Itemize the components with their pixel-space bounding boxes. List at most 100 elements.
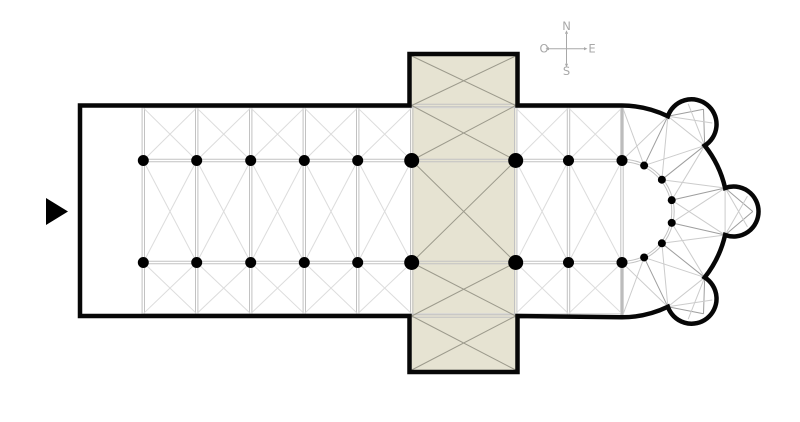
chapel-fan-rib bbox=[724, 211, 754, 236]
ambulatory-radial-rib bbox=[643, 116, 669, 166]
vault-diagonal bbox=[142, 262, 198, 315]
vault-diagonal bbox=[250, 107, 305, 161]
ambulatory-diagonal-rib bbox=[661, 179, 726, 189]
vault-diagonal bbox=[568, 107, 623, 161]
nave-column-dot bbox=[352, 155, 364, 166]
ambulatory-radial-rib bbox=[661, 242, 705, 278]
crossing-pier-dot bbox=[404, 255, 420, 270]
ambulatory-diagonal-rib bbox=[671, 145, 706, 201]
ambulatory-diagonal-rib bbox=[621, 105, 645, 166]
walls-layer bbox=[77, 51, 761, 375]
hemicycle-column-dot bbox=[657, 239, 666, 248]
hemicycle-column-dot bbox=[667, 218, 676, 227]
ambulatory-diagonal-rib bbox=[671, 187, 726, 224]
chapel-fan-rib bbox=[667, 299, 713, 308]
chapel-fan-rib bbox=[724, 195, 748, 236]
vault-diagonal bbox=[250, 262, 305, 315]
vault-diagonal bbox=[142, 160, 198, 263]
transept-crossing-fill bbox=[411, 56, 516, 370]
vault-diagonal bbox=[357, 107, 413, 161]
vault-diagonal bbox=[411, 55, 516, 106]
vault-diagonal bbox=[142, 107, 198, 161]
ambulatory-diagonal-rib bbox=[621, 262, 669, 308]
crossing-pier-dot bbox=[508, 153, 524, 168]
compass-label-west: O bbox=[539, 42, 548, 56]
ambulatory-radial-rib bbox=[643, 257, 669, 307]
vault-diagonal bbox=[515, 262, 569, 315]
compass-arrows-icon bbox=[545, 30, 588, 68]
crossing-pier-dot bbox=[404, 153, 420, 168]
chapel-fan-rib bbox=[724, 187, 748, 228]
nave-column-dot bbox=[298, 155, 310, 166]
chapel-fan-rib bbox=[703, 109, 706, 146]
choir-column-dot bbox=[616, 257, 628, 268]
vault-diagonal bbox=[568, 262, 623, 315]
compass-arrowhead-icon bbox=[584, 47, 588, 51]
vault-diagonal bbox=[303, 262, 359, 315]
hemicycle-column-dot bbox=[667, 196, 676, 205]
nave-column-dot bbox=[298, 257, 310, 268]
nave-column-dot bbox=[245, 257, 257, 268]
choir-column-dot bbox=[563, 257, 574, 268]
vault-diagonal bbox=[515, 107, 569, 161]
columns-layer bbox=[137, 153, 676, 270]
chapel-fan-rib bbox=[687, 103, 706, 146]
ambulatory-diagonal-rib bbox=[671, 199, 726, 236]
ambulatory-diagonal-rib bbox=[643, 256, 705, 278]
compass-label-east: E bbox=[588, 42, 595, 56]
vault-diagonal bbox=[196, 107, 252, 161]
chapel-fan-rib bbox=[667, 108, 704, 117]
ambulatory-diagonal-rib bbox=[661, 234, 726, 244]
choir-column-dot bbox=[616, 155, 628, 166]
vault-diagonal bbox=[515, 160, 569, 263]
hemicycle-column-dot bbox=[640, 161, 649, 170]
hemicycle-column-dot bbox=[640, 253, 649, 262]
chapel-fan-rib bbox=[667, 306, 704, 315]
choir-column-dot bbox=[563, 155, 574, 166]
nave-column-dot bbox=[352, 257, 364, 268]
vault-diagonal bbox=[196, 160, 252, 263]
vault-diagonal bbox=[250, 160, 305, 263]
nave-column-dot bbox=[245, 155, 257, 166]
compass-arrowhead-icon bbox=[564, 63, 569, 68]
ambulatory-diagonal-rib bbox=[621, 257, 645, 318]
ambulatory-diagonal-rib bbox=[643, 145, 705, 167]
vault-diagonal bbox=[357, 160, 413, 263]
ambulatory-diagonal-rib bbox=[671, 222, 706, 278]
nave-column-dot bbox=[137, 155, 149, 166]
vault-diagonal bbox=[411, 262, 516, 317]
crossing-pier-dot bbox=[508, 255, 524, 270]
vault-diagonal bbox=[196, 262, 252, 315]
ambulatory-radial-rib bbox=[661, 145, 705, 181]
compass-rose: N S O E bbox=[539, 19, 595, 78]
chapel-fan-rib bbox=[687, 277, 706, 320]
compass-label-north: N bbox=[562, 19, 571, 33]
hemicycle-column-dot bbox=[657, 175, 666, 184]
vault-diagonal bbox=[411, 315, 516, 371]
chapel-mouth-chord bbox=[667, 277, 705, 308]
nave-column-dot bbox=[137, 257, 149, 268]
ambulatory-radial-rib bbox=[671, 222, 726, 236]
vault-diagonal bbox=[357, 262, 413, 315]
vault-diagonal bbox=[411, 160, 517, 263]
ambulatory-diagonal-rib bbox=[661, 116, 669, 180]
vault-diagonal bbox=[303, 160, 359, 263]
entrance-marker bbox=[46, 198, 68, 225]
chapel-fan-rib bbox=[703, 277, 706, 314]
compass-arrowhead-icon bbox=[564, 30, 569, 34]
chapel-fan-rib bbox=[667, 115, 713, 124]
chapel-fan-rib bbox=[724, 187, 754, 212]
nave-column-dot bbox=[191, 155, 203, 166]
ambulatory-diagonal-rib bbox=[661, 243, 669, 307]
nave-column-dot bbox=[191, 257, 203, 268]
compass-label-south: S bbox=[563, 64, 570, 78]
vault-diagonal bbox=[411, 105, 516, 161]
vault-diagonal bbox=[303, 107, 359, 161]
compass-arrowhead-icon bbox=[545, 47, 549, 51]
vault-diagonal bbox=[568, 160, 623, 263]
ambulatory-radial-rib bbox=[671, 187, 726, 201]
vault-ribs-layer bbox=[141, 55, 624, 371]
chapel-mouth-chord bbox=[667, 115, 705, 146]
